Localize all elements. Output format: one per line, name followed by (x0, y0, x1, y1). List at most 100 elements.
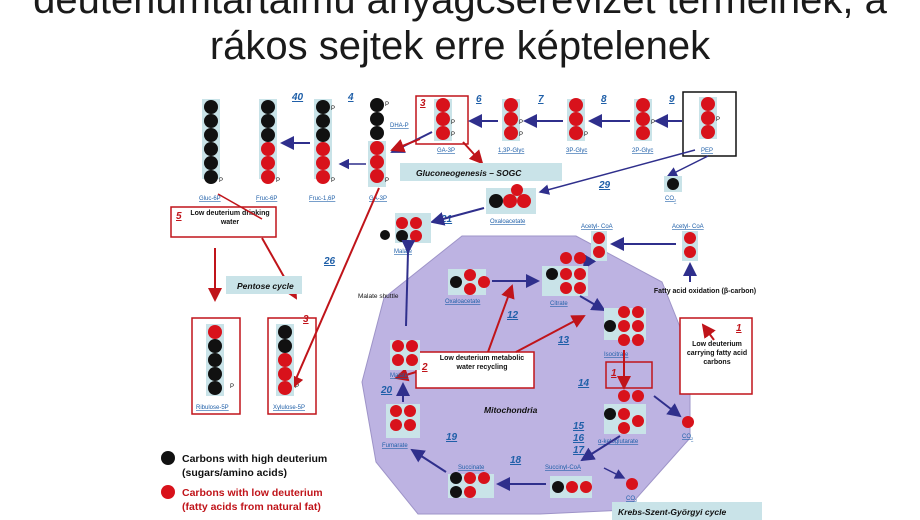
fructose-6p-label: Fruc-6P (256, 196, 277, 202)
co2-top-label: CO2 (665, 196, 677, 203)
ga3p-lower-label: GA-3P (369, 196, 387, 202)
step-15: 15 (573, 421, 585, 432)
acetylcoa2-carbon-a (684, 232, 696, 244)
alpha-ketoglutarate-molecule (604, 390, 646, 434)
oxaloacetate-top-label: Oxaloacetate (490, 219, 526, 225)
bpg-molecule (502, 98, 520, 141)
svg-text:P: P (331, 106, 335, 112)
step-8: 8 (601, 94, 607, 105)
fumarate-molecule (386, 404, 420, 438)
ribulose-label: Ribulose-5P (196, 405, 229, 411)
pentose-cycle-box (226, 276, 302, 294)
step-20: 20 (380, 385, 393, 396)
fructose-6p-molecule (259, 99, 277, 184)
krebs-cycle-box (612, 502, 762, 520)
low-deuterium-fatty-box (679, 317, 753, 395)
svg-text:P: P (451, 132, 455, 138)
legend-red-swatch (161, 485, 175, 499)
low-deuterium-water-text: Low deuterium drinking water (190, 210, 270, 226)
ribulose-frame (191, 317, 241, 415)
acetylcoa2-carbon-b (684, 246, 696, 258)
ribulose-5p-molecule (206, 324, 224, 396)
step-19: 19 (446, 432, 458, 443)
fructose-16p-label: Fruc-1,6P (309, 196, 335, 202)
low-deuterium-recycling-text: Low deuterium metabolic water recycling (439, 355, 525, 371)
co2-low-carbon (626, 478, 638, 490)
oxaloacetate-inner-molecule (448, 269, 490, 295)
acetylcoa2-label: Acetyl- CoA (672, 224, 704, 230)
2pg-molecule (634, 98, 652, 141)
xylulose-5p-molecule (276, 324, 294, 396)
step-14: 14 (578, 378, 590, 389)
ga3p-top-label: GA-3P (437, 148, 455, 154)
co2-mid-label: CO2 (682, 434, 694, 441)
isocitrate-molecule (604, 306, 646, 346)
co2-mid-carbon (682, 416, 694, 428)
legend-black-line2: (sugars/amino acids) (182, 467, 287, 479)
step-3-top: 3 (420, 98, 426, 109)
step-12: 12 (507, 310, 519, 321)
step-40: 40 (291, 92, 304, 103)
oxaloacetate-top-molecule (486, 184, 536, 214)
svg-text:P: P (651, 120, 655, 126)
step-2: 2 (421, 362, 428, 373)
pentose-cycle-label: Pentose cycle (237, 281, 294, 291)
pep-label: PEP (701, 148, 713, 154)
svg-text:P: P (295, 384, 299, 390)
krebs-cycle-label: Krebs-Szent-Györgyi cycle (618, 507, 726, 517)
legend-red-line2: (fatty acids from natural fat) (182, 501, 321, 513)
pep-black-frame (682, 91, 737, 157)
xylulose-frame (267, 317, 317, 415)
step-21: 21 (440, 214, 453, 225)
step-1-cycle: 1 (611, 368, 617, 379)
xylulose-label: Xylulose-5P (273, 405, 305, 411)
succinyl-coa-molecule (550, 476, 592, 498)
glucose-6p-label: Gluc-6P (199, 196, 221, 202)
citrate-molecule (542, 252, 588, 296)
dhap-label: DHA-P (390, 123, 409, 129)
step-13: 13 (558, 335, 570, 346)
bpg-label: 1,3P-Glyc (498, 148, 524, 154)
low-deuterium-recycling-box (415, 351, 535, 389)
fructose-16p-molecule (314, 99, 332, 184)
legend-red-line1: Carbons with low deuterium (182, 487, 323, 499)
oxaloacetate-inner-label: Oxaloacetate (445, 299, 481, 305)
acetylcoa1-carbon-a (593, 232, 605, 244)
acetylcoa1-label: Acetyl- CoA (581, 224, 613, 230)
3pg-molecule (567, 98, 585, 141)
step-7: 7 (538, 94, 544, 105)
fumarate-label: Fumarate (382, 443, 408, 449)
svg-text:P: P (584, 132, 588, 138)
mitochondria-label: Mitochondria (484, 405, 538, 415)
isocitrate-label: Isocitrate (604, 352, 629, 358)
citrate-label: Citrate (550, 301, 568, 307)
akg-label: α-ketoglutarate (598, 439, 639, 445)
co2-low-label: CO2 (626, 496, 638, 503)
svg-text:P: P (331, 178, 335, 184)
svg-text:P: P (451, 120, 455, 126)
step-26: 26 (323, 256, 336, 267)
3pg-label: 3P-Glyc (566, 148, 587, 154)
ga3p-lower-molecule (368, 141, 386, 187)
step-18: 18 (510, 455, 522, 466)
svg-text:P: P (385, 178, 389, 184)
svg-text:P: P (519, 132, 523, 138)
step-6: 6 (476, 94, 482, 105)
svg-text:P: P (519, 120, 523, 126)
malate-inner-label: Malate (390, 373, 409, 379)
step-29: 29 (598, 180, 611, 191)
malate-top-label: Malate (394, 249, 413, 255)
slide-title-line-1: deutériumtartalmú anyagcserevizet termel… (33, 0, 887, 22)
succinate-label: Succinate (458, 465, 485, 471)
legend-black-swatch (161, 451, 175, 465)
step-4: 4 (347, 92, 354, 103)
svg-text:P: P (219, 178, 223, 184)
svg-text:P: P (230, 384, 234, 390)
step-1-fatty: 1 (736, 323, 742, 334)
low-deuterium-fatty-text: Low deuterium carrying fatty acid carbon… (686, 341, 748, 366)
gluconeogenesis-box (400, 163, 562, 181)
succinate-molecule (448, 472, 494, 498)
svg-text:P: P (385, 102, 389, 108)
ga3p-top-molecule (434, 98, 452, 141)
